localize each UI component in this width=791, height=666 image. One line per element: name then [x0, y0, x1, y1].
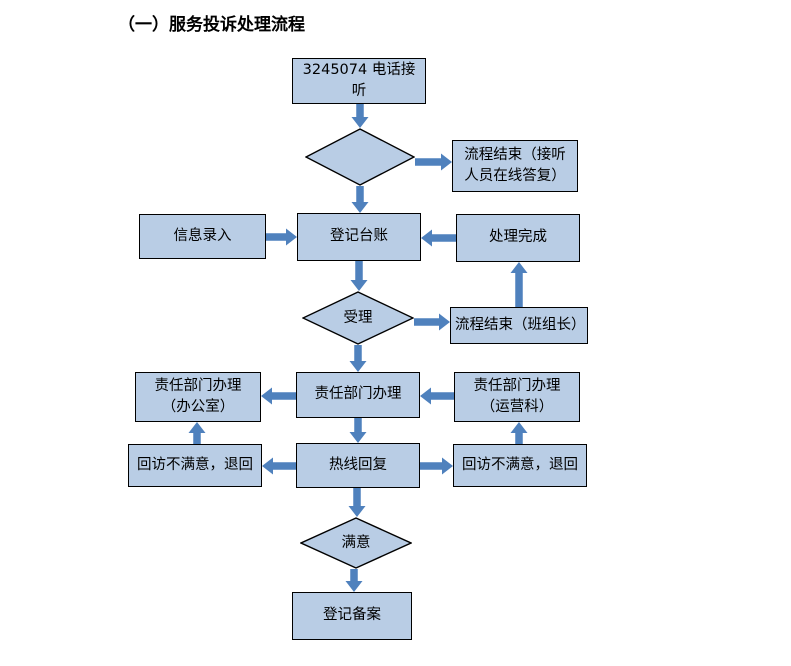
- flow-node-register-ledger[interactable]: 登记台账: [297, 213, 421, 261]
- edge-done-to-ledger: [421, 229, 456, 247]
- flow-node-label: 处理完成: [489, 229, 547, 246]
- edge-deptoperation-to-deptmain: [420, 387, 454, 405]
- flow-node-label: 受理: [343, 309, 373, 326]
- edge-hotline-to-satisfy: [348, 488, 366, 517]
- edge-intake-to-decision1: [351, 104, 369, 128]
- flow-node-label: 流程结束（接听 人员在线答复）: [464, 146, 566, 184]
- diamond-shape-decision-satisfy: [300, 517, 412, 569]
- edge-satisfy-to-record: [345, 569, 363, 592]
- flow-node-dept-office[interactable]: 责任部门办理 （办公室）: [135, 372, 261, 422]
- edge-decision1-to-ledger: [351, 186, 369, 213]
- edge-teamleader-to-done: [510, 262, 528, 307]
- edge-accept-to-deptmain: [349, 345, 367, 372]
- flow-node-label: 责任部门办理: [314, 386, 402, 403]
- flow-node-register-record[interactable]: 登记备案: [292, 592, 412, 640]
- flow-node-label: 责任部门办理 （运营科）: [473, 377, 561, 415]
- flow-node-label: 登记备案: [323, 607, 381, 624]
- flow-node-end-online[interactable]: 流程结束（接听 人员在线答复）: [452, 140, 578, 192]
- edge-info-to-ledger: [266, 228, 297, 246]
- flow-node-label: 回访不满意，退回: [137, 456, 253, 473]
- edge-accept-to-teamleader: [414, 313, 450, 331]
- edge-deptmain-to-office: [261, 387, 296, 405]
- flow-node-label: 信息录入: [173, 227, 232, 244]
- edge-decision1-to-end-online: [415, 153, 452, 171]
- edge-hotline-to-returnleft: [262, 457, 296, 475]
- flow-node-label: 流程结束（班组长）: [455, 316, 586, 333]
- flow-node-info-entry[interactable]: 信息录入: [139, 214, 266, 259]
- edge-returnright-to-deptoperation: [510, 422, 528, 444]
- page-title: （一）服务投诉处理流程: [118, 15, 305, 35]
- flow-node-label: 3245074 电话接听: [302, 61, 416, 99]
- flow-node-label: 责任部门办理 （办公室）: [154, 377, 242, 415]
- flow-node-decision-satisfy[interactable]: 满意: [300, 517, 412, 569]
- flow-node-label: 热线回复: [329, 456, 387, 473]
- flow-node-process-done[interactable]: 处理完成: [456, 214, 580, 262]
- flow-node-label: 登记台账: [330, 228, 388, 245]
- edge-deptmain-to-hotline: [349, 418, 367, 443]
- flow-node-label: 回访不满意，退回: [462, 456, 578, 473]
- flow-node-decision-1[interactable]: [305, 128, 415, 186]
- flow-node-return-left[interactable]: 回访不满意，退回: [128, 444, 262, 487]
- flow-node-return-right[interactable]: 回访不满意，退回: [453, 444, 587, 487]
- flow-node-end-teamleader[interactable]: 流程结束（班组长）: [450, 307, 588, 344]
- diamond-shape-decision-accept: [302, 291, 414, 345]
- diamond-shape-decision-1: [305, 128, 415, 186]
- edge-returnleft-to-office: [188, 422, 206, 444]
- flow-node-decision-accept[interactable]: 受理: [302, 291, 414, 345]
- flow-node-intake[interactable]: 3245074 电话接听: [292, 58, 426, 104]
- edge-hotline-to-returnright: [420, 457, 453, 475]
- flow-node-label: 满意: [341, 534, 371, 551]
- flow-node-hotline-reply[interactable]: 热线回复: [296, 443, 420, 488]
- flow-node-dept-operation[interactable]: 责任部门办理 （运营科）: [454, 372, 580, 422]
- flow-node-dept-main[interactable]: 责任部门办理: [296, 372, 420, 418]
- edge-ledger-to-accept: [350, 261, 368, 291]
